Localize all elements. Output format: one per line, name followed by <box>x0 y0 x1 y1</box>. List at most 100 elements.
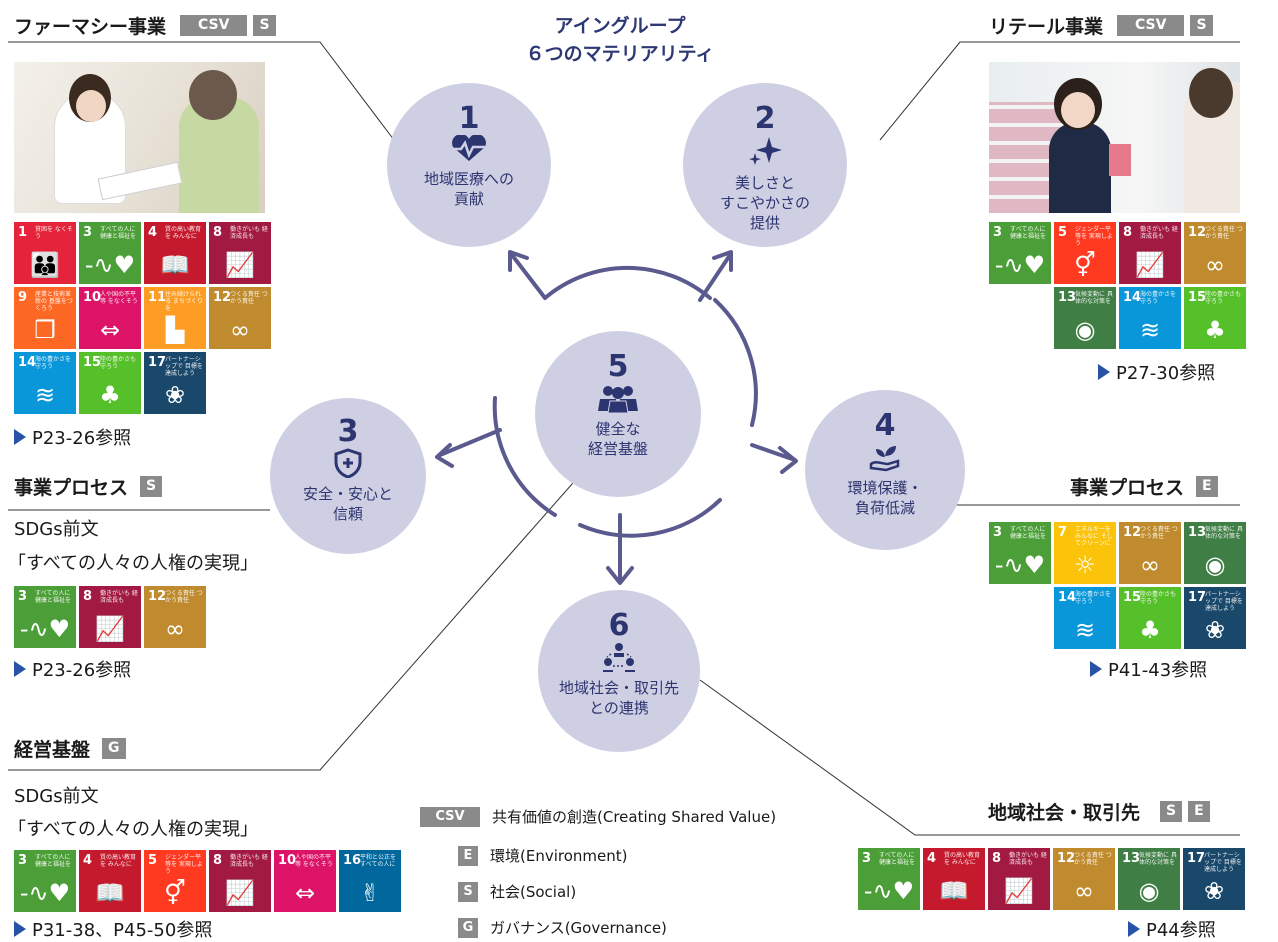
sdg-goal-label: 人や国の不平等 をなくそう <box>295 854 333 868</box>
sdg-goal-glyph: ❀ <box>164 381 186 409</box>
governance-ref: P31-38、P45-50参照 <box>14 916 212 942</box>
sdg-goal-label: 住み続けられる まちづくりを <box>165 291 203 312</box>
sdg-goal-number: 8 <box>213 225 223 240</box>
sdg-goal-label: エネルギーをみんなに そしてクリーンに <box>1075 526 1113 547</box>
retail-title: リテール事業 <box>989 16 1104 38</box>
sdg-goal-number: 7 <box>1058 525 1068 540</box>
process-s-header: 事業プロセス S <box>14 473 163 500</box>
sdg-goal-label: 陸の豊かさも 守ろう <box>1140 591 1177 605</box>
community-tag-s: S <box>1160 801 1183 822</box>
sdg-goal-glyph: ≋ <box>1074 616 1096 644</box>
sdg-goal-glyph: ◉ <box>1138 877 1160 905</box>
sdg-goal-label: 働きがいも 経済成長も <box>230 226 268 240</box>
sdg-goal-label: パートナーシップで 目標を達成しよう <box>1205 591 1243 612</box>
sdg-goal-glyph: ⚥ <box>164 879 186 907</box>
sdg-goal-glyph: 📖 <box>160 251 190 279</box>
plant-in-hand-icon <box>805 442 965 478</box>
arrowhead-2 <box>712 250 733 272</box>
sdg-goal-number: 3 <box>993 225 1003 240</box>
arrowhead-1 <box>508 250 529 272</box>
community-ref: P44参照 <box>1128 916 1216 942</box>
pharmacy-tag-csv: CSV <box>180 15 248 36</box>
materiality-2-number: 2 <box>754 101 776 136</box>
sdg-goal-glyph: ∞ <box>230 316 250 344</box>
process-e-ref: P41-43参照 <box>1090 656 1207 682</box>
legend-s-tag: S <box>458 881 478 902</box>
play-icon <box>1090 661 1102 677</box>
sdg-goal-number: 11 <box>148 290 167 305</box>
sdg-goal-number: 12 <box>1188 225 1207 240</box>
sdg-goal-number: 17 <box>1188 590 1207 605</box>
materiality-4-number: 4 <box>874 408 896 443</box>
title-line1: アイングループ <box>554 15 686 37</box>
sdg-goal-label: 海の豊かさを 守ろう <box>35 356 72 370</box>
materiality-5-number: 5 <box>607 349 629 384</box>
governance-text1: SDGs前文 <box>14 786 99 807</box>
sdg-goal-label: 気候変動に 具体的な対策を <box>1075 291 1113 305</box>
sdg-goal-number: 12 <box>1123 525 1142 540</box>
arrowhead-6 <box>606 566 634 585</box>
governance-text2: 「すべての人々の人権の実現」 <box>8 819 259 840</box>
materiality-2-label: 美しさと すこやかさの 提供 <box>719 174 810 232</box>
play-icon <box>14 661 26 677</box>
sdg-goal-glyph: ◉ <box>1074 316 1096 344</box>
heartbeat-icon <box>387 134 551 169</box>
sdg-goal-glyph: -∿♥ <box>19 879 71 907</box>
materiality-3-number: 3 <box>337 414 359 449</box>
process-e-header: 事業プロセス E <box>1070 473 1218 500</box>
sdg-goal-number: 15 <box>83 355 102 370</box>
sdg-goal-glyph: ⇔ <box>99 316 121 344</box>
sdg-goal-label: すべての人に 健康と福祉を <box>100 226 137 240</box>
sdg-goal-number: 8 <box>83 589 93 604</box>
sdg-goal-label: 人や国の不平等 をなくそう <box>100 291 138 305</box>
sdg-goal-glyph: ❒ <box>34 316 56 344</box>
legend-csv-text: 共有価値の創造(Creating Shared Value) <box>492 808 777 826</box>
materiality-1-label: 地域医療への 貢献 <box>423 170 514 208</box>
sdg-goal-glyph: -∿♥ <box>84 251 136 279</box>
sdg-goal-label: パートナーシップで 目標を達成しよう <box>165 356 203 377</box>
sdg-goal-label: 質の高い教育を みんなに <box>944 852 981 866</box>
play-icon <box>14 921 26 937</box>
pharmacy-ref-text: P23-26参照 <box>32 428 132 449</box>
materiality-3: 3 安全・安心と 信頼 <box>270 398 426 554</box>
sdg-goal-glyph: ♣ <box>1204 316 1226 344</box>
ring-arc-right <box>713 298 758 427</box>
legend-csv-tag: CSV <box>420 806 480 827</box>
pharmacy-title: ファーマシー事業 <box>14 16 167 38</box>
sdg-goal-label: 気候変動に 具体的な対策を <box>1139 852 1177 866</box>
sdg-goal-glyph: 👪 <box>30 251 60 279</box>
ring-arc-bottom <box>578 498 722 538</box>
sdg-goal-label: すべての人に 健康と福祉を <box>879 852 916 866</box>
network-people-icon <box>538 642 700 678</box>
governance-ref-text: P31-38、P45-50参照 <box>32 920 213 941</box>
sdg-goal-number: 13 <box>1122 851 1141 866</box>
sdg-goal-number: 10 <box>83 290 102 305</box>
retail-ref-text: P27-30参照 <box>1116 363 1216 384</box>
sdg-goal-glyph: 📈 <box>225 879 255 907</box>
sdg-goal-number: 13 <box>1058 290 1077 305</box>
sdg-goal-label: すべての人に 健康と福祉を <box>1010 226 1047 240</box>
process-e-tag-e: E <box>1196 476 1218 497</box>
